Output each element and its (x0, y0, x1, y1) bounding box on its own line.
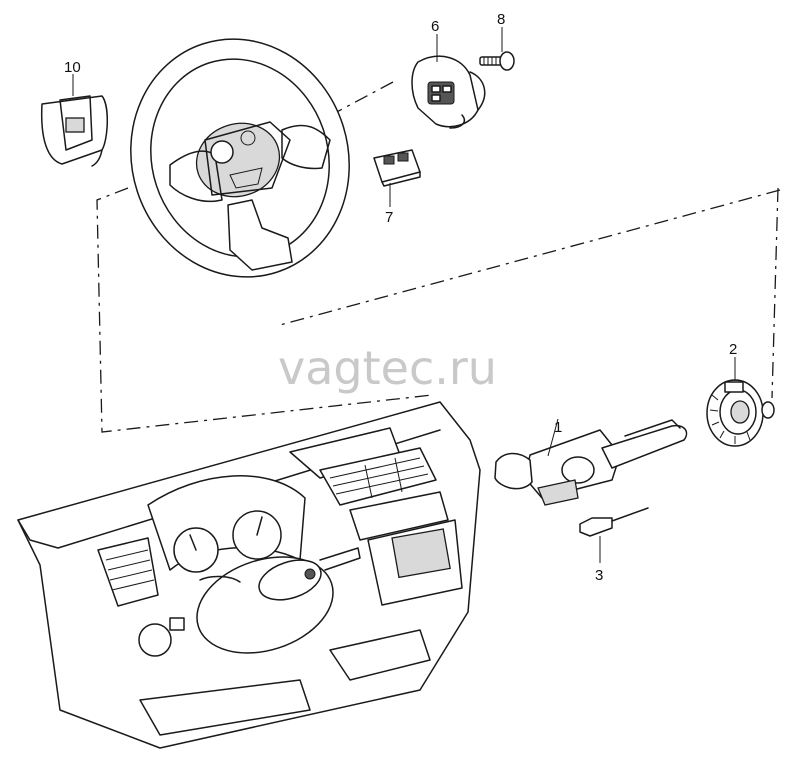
label-part-7: 7 (385, 209, 393, 226)
label-part-8: 8 (497, 11, 505, 28)
label-part-1: 1 (554, 419, 562, 436)
label-part-10: 10 (64, 59, 81, 76)
watermark-text: vagtec.ru (278, 341, 497, 395)
steering-wheel (130, 38, 350, 278)
part-10-bracket (40, 74, 108, 167)
dashboard (17, 401, 481, 749)
label-part-2: 2 (729, 341, 737, 358)
part-7-button-switch (373, 149, 421, 207)
part-6-switch-module (411, 34, 486, 129)
label-part-6: 6 (431, 18, 439, 35)
part-3-connector (579, 507, 649, 563)
part-labels: 6 8 10 7 2 1 3 (64, 11, 737, 584)
part-8-screw (479, 27, 515, 71)
part-2-clock-spring (706, 357, 775, 447)
part-1-column-switch (494, 418, 688, 506)
label-part-3: 3 (595, 567, 603, 584)
